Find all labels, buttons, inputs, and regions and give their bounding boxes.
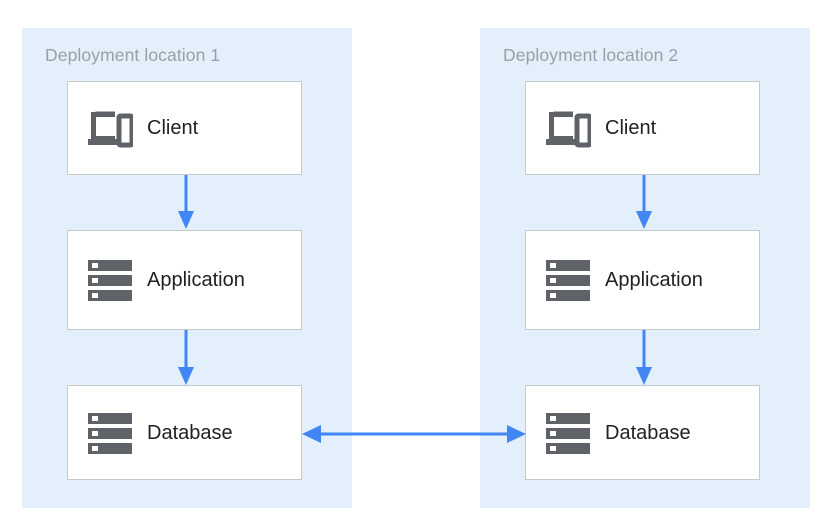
devices-client-icon — [543, 105, 593, 151]
server-stack-icon — [543, 257, 593, 303]
connector-application1-to-database1 — [176, 330, 196, 391]
connector-application2-to-database2 — [634, 330, 654, 391]
server-stack-icon — [85, 410, 135, 456]
node-client-1[interactable]: Client — [67, 81, 302, 175]
node-database-2-label: Database — [605, 421, 691, 444]
node-application-1-label: Application — [147, 269, 245, 291]
deployment-zone-1-title: Deployment location 1 — [45, 45, 221, 65]
node-application-2[interactable]: Application — [525, 230, 760, 330]
server-stack-icon — [543, 410, 593, 456]
connector-database1-to-database2-bidirectional — [302, 420, 526, 453]
deployment-zone-2-title: Deployment location 2 — [503, 45, 679, 65]
server-stack-icon — [85, 257, 135, 303]
connector-client1-to-application1 — [176, 175, 196, 235]
node-database-1[interactable]: Database — [67, 385, 302, 480]
node-client-1-label: Client — [147, 117, 199, 139]
node-database-1-label: Database — [147, 421, 233, 444]
node-database-2[interactable]: Database — [525, 385, 760, 480]
node-application-2-label: Application — [605, 269, 703, 291]
node-application-1[interactable]: Application — [67, 230, 302, 330]
devices-client-icon — [85, 105, 135, 151]
node-client-2-label: Client — [605, 117, 657, 139]
node-client-2[interactable]: Client — [525, 81, 760, 175]
connector-client2-to-application2 — [634, 175, 654, 235]
